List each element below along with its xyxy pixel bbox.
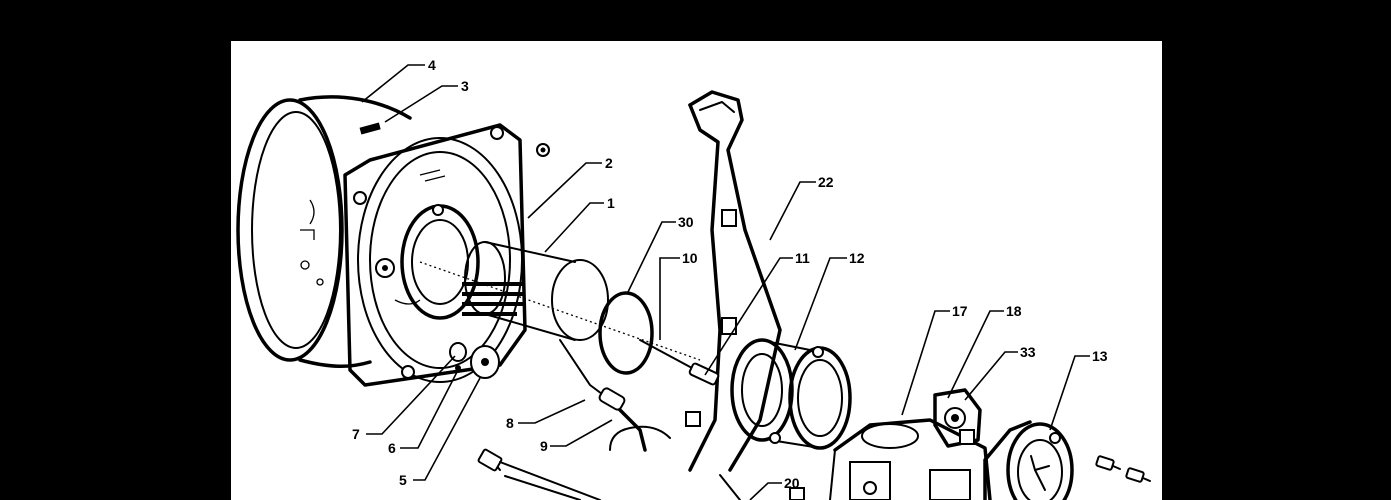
- parts-5-6-7-fasteners: [449, 342, 500, 379]
- callout-22: 22: [818, 174, 834, 190]
- part-12-flanged-pipe: [730, 338, 852, 450]
- callout-30: 30: [678, 214, 694, 230]
- parts-8-9-igniter: [598, 387, 671, 452]
- part-2-burner-plate: [343, 123, 527, 387]
- loose-screws: [1095, 455, 1151, 483]
- callout-5: 5: [399, 472, 407, 488]
- callout-12: 12: [849, 250, 865, 266]
- part-1-burner-tube: [419, 241, 701, 361]
- callout-6: 6: [388, 440, 396, 456]
- callout-9: 9: [540, 438, 548, 454]
- part-22-intake-duct: [685, 90, 782, 472]
- long-bolt: [477, 448, 601, 500]
- callout-3: 3: [461, 78, 469, 94]
- callout-10: 10: [682, 250, 698, 266]
- loose-nut: [536, 143, 550, 157]
- parts-18-33-connector: [933, 388, 982, 448]
- part-13-fan: [983, 420, 1074, 500]
- part-10-11-electrodes: [559, 339, 720, 401]
- callout-11: 11: [795, 250, 810, 266]
- leader-lines: [361, 64, 1090, 500]
- part-20: [719, 474, 805, 500]
- part-30-o-ring: [598, 291, 654, 375]
- callout-33: 33: [1020, 344, 1036, 360]
- callout-1: 1: [607, 195, 615, 211]
- part-4-drum: [236, 95, 412, 369]
- callout-8: 8: [506, 415, 514, 431]
- callout-4: 4: [428, 57, 436, 73]
- callout-7: 7: [352, 426, 360, 442]
- callout-20: 20: [784, 475, 800, 491]
- callout-2: 2: [605, 155, 613, 171]
- callout-labels: 4 3 2 1 30 10 11 12 22 17 18 33 13 7 6 5…: [352, 57, 1108, 491]
- callout-13: 13: [1092, 348, 1108, 364]
- callout-18: 18: [1006, 303, 1022, 319]
- callout-17: 17: [952, 303, 968, 319]
